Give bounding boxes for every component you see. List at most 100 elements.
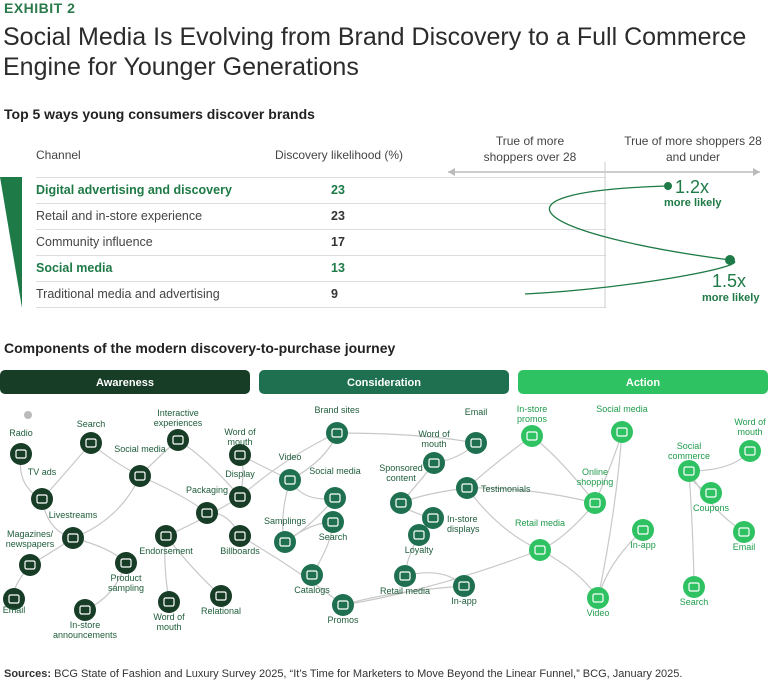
channel-icon [592,593,604,603]
node-label-line: TV ads [28,467,57,477]
node-label-line: Email [733,542,756,552]
node-label-line: Video [587,608,610,618]
likelihood-value: 13 [331,261,345,275]
annotation-2-label: more likely [702,292,760,304]
node-circle [326,422,348,444]
node-label-line: In-app [451,596,477,606]
node-label: Catalogs [294,585,330,595]
node-circle [115,552,137,574]
channel-icon [24,560,36,570]
node-label: Coupons [693,503,730,513]
channel-name: Community influence [36,235,153,249]
node-label-line: Social [677,441,702,451]
journey-node: Retail media [380,565,430,596]
node-label-line: Radio [9,428,33,438]
channel-icon [234,531,246,541]
node-circle [611,421,633,443]
node-label: Display [225,469,255,479]
node-label-line: Promos [327,615,359,625]
journey-node: Social media [596,404,648,443]
node-label-line: Email [3,605,26,615]
channel-icon [79,605,91,615]
channel-icon [688,582,700,592]
channel-icon [589,498,601,508]
channel-icon [36,494,48,504]
node-label: Search [319,532,348,542]
channel-icon [470,438,482,448]
node-label-line: experiences [154,418,203,428]
journey-node: Search [680,576,709,607]
journey-link [688,470,695,588]
journey-node: Social media [114,444,166,487]
channel-icon [327,517,339,527]
node-circle [456,477,478,499]
node-circle [229,486,251,508]
journey-link [466,487,596,504]
node-circle [408,524,430,546]
sources-label: Sources: [4,668,52,680]
node-circle [632,519,654,541]
journey-start-dot [24,411,32,419]
node-label: Search [680,597,709,607]
node-circle [31,488,53,510]
journey-heading: Components of the modern discovery-to-pu… [4,340,396,356]
journey-node: Video [587,587,610,618]
channel-icon [306,570,318,580]
sources-text: BCG State of Fashion and Luxury Survey 2… [51,668,683,680]
node-label-line: Social media [114,444,166,454]
node-label: Endorsement [139,546,193,556]
node-label-line: Endorsement [139,546,193,556]
channel-icon [413,530,425,540]
journey-node: Coupons [693,482,730,513]
node-label-line: Video [279,452,302,462]
node-label: Retail media [515,518,565,528]
node-circle [274,531,296,553]
journey-node: Promos [327,594,359,625]
node-label: Email [733,542,756,552]
journey-node: Magazines/newspapers [6,529,55,576]
channel-name: Traditional media and advertising [36,287,220,301]
journey-node: Testimonials [456,477,531,499]
discovery-table: Channel Discovery likelihood (%) True of… [0,130,768,310]
node-label-line: content [386,473,416,483]
node-label-line: promos [517,414,548,424]
node-circle [324,487,346,509]
node-label: Relational [201,606,241,616]
journey-link [239,432,338,498]
node-circle [394,565,416,587]
channel-icon [160,531,172,541]
node-label-line: commerce [668,451,710,461]
node-label-line: Retail media [380,586,430,596]
journey-node: Billboards [220,525,260,556]
journey-node: Livestreams [49,510,98,549]
node-label: Magazines/newspapers [6,529,55,549]
journey-node: Packaging [186,485,228,524]
right-column-header: True of more shoppers 28 and under [624,134,762,164]
node-label: Packaging [186,485,228,495]
node-label-line: Catalogs [294,585,330,595]
stage-band [518,370,768,394]
journey-node: Search [319,511,348,542]
annotation-2-value: 1.5x [712,271,746,291]
node-label: In-app [630,540,656,550]
channel-name: Digital advertising and discovery [36,183,232,197]
node-circle [301,564,323,586]
node-circle [453,575,475,597]
annotation-1-value: 1.2x [675,177,709,197]
channel-icon [399,571,411,581]
